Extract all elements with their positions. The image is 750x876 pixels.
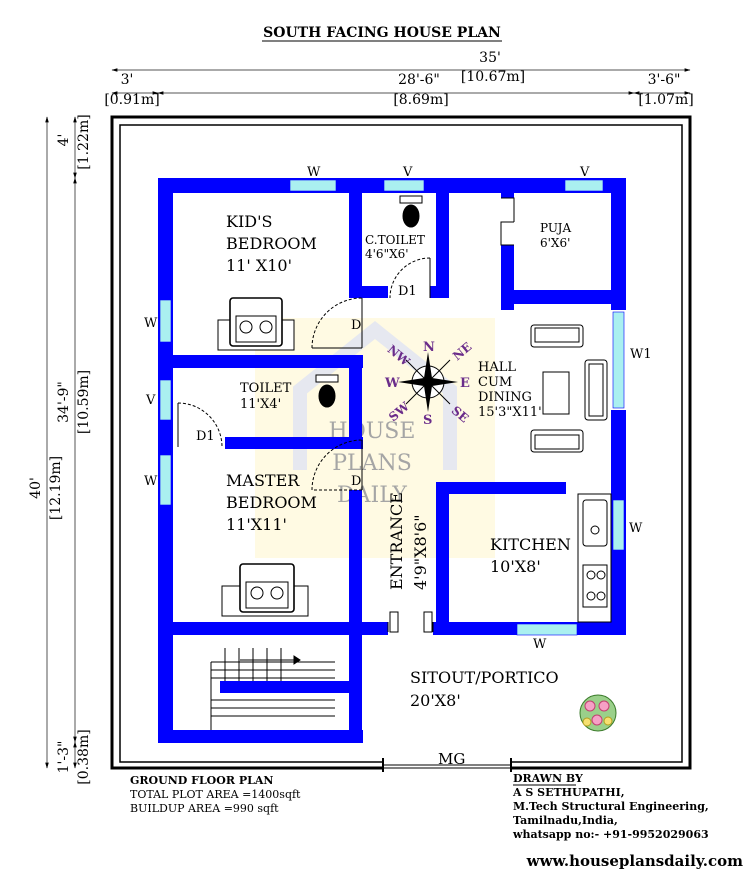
plot-boundary xyxy=(110,115,692,772)
dim-house-depth: 34'-9" xyxy=(56,381,72,423)
kitchen-counter-icon xyxy=(577,493,612,623)
dim-total-depth-m: [12.19m] xyxy=(48,456,64,520)
hall-label-1: HALL xyxy=(478,360,516,375)
toilet-icon xyxy=(399,195,423,228)
ventilator-label: V xyxy=(579,165,590,180)
designer-name: A S SETHUPATHI, xyxy=(512,786,625,799)
window-label: W xyxy=(144,316,158,331)
drawn-by-heading: DRAWN BY xyxy=(513,772,583,785)
toilet-icon xyxy=(315,374,339,408)
kids-bedroom-label-2: BEDROOM xyxy=(226,234,317,253)
door-d1-label: D1 xyxy=(196,429,215,444)
entrance-label: ENTRANCE xyxy=(387,492,406,590)
dim-bottom-setback: 1'-3" xyxy=(56,741,72,774)
hall-label-2: CUM xyxy=(478,375,512,390)
door-label: D xyxy=(351,318,361,333)
dim-bottom-setback-m: [0.38m] xyxy=(76,729,92,784)
compass-rose-icon: N S E W NW NE SW SE xyxy=(384,340,474,428)
window-label: W xyxy=(144,474,158,489)
ctoilet-size: 4'6"X6' xyxy=(365,247,409,261)
dim-right-setback-m: [1.07m] xyxy=(638,92,693,108)
total-plot-area: TOTAL PLOT AREA =1400sqft xyxy=(130,788,301,801)
window-label: W xyxy=(307,165,321,180)
opening-labels: W V V W V W W1 W W D D D1 D1 MG xyxy=(144,165,652,768)
master-bedroom-label-2: BEDROOM xyxy=(226,493,317,512)
furniture xyxy=(210,195,617,732)
bed-icon xyxy=(221,563,309,617)
bed-icon xyxy=(217,297,295,351)
dim-right-setback: 3'-6" xyxy=(648,72,681,88)
window-label: W xyxy=(533,637,547,652)
main-gate-label: MG xyxy=(438,750,465,768)
sofa-icon xyxy=(584,359,608,421)
ventilator-label: V xyxy=(402,165,413,180)
sofa-icon xyxy=(530,429,584,453)
ground-floor-heading: GROUND FLOOR PLAN xyxy=(130,774,273,787)
svg-text:S: S xyxy=(423,413,432,428)
designer-qualification: M.Tech Structural Engineering, xyxy=(513,800,709,813)
staircase-icon xyxy=(210,648,335,730)
puja-size: 6'X6' xyxy=(540,236,570,250)
master-bedroom-size: 11'X11' xyxy=(226,515,287,534)
sofa-icon xyxy=(530,324,584,348)
toilet-size: 11'X4' xyxy=(240,397,281,412)
room-labels: KID'S BEDROOM 11' X10' C.TOILET 4'6"X6' … xyxy=(226,212,571,710)
dim-total-width-m: [10.67m] xyxy=(461,69,525,85)
ventilator-label: V xyxy=(145,393,156,408)
svg-text:DAILY: DAILY xyxy=(337,483,407,508)
doors xyxy=(177,197,515,633)
svg-text:W: W xyxy=(384,376,400,391)
table-icon xyxy=(542,371,570,415)
hall-label-3: DINING xyxy=(478,390,532,405)
door-label: D xyxy=(351,474,361,489)
kids-bedroom-size: 11' X10' xyxy=(226,256,292,275)
website-link[interactable]: www.houseplansdaily.com xyxy=(526,852,743,870)
footer-left: GROUND FLOOR PLAN TOTAL PLOT AREA =1400s… xyxy=(130,774,301,815)
sitout-label: SITOUT/PORTICO xyxy=(410,668,559,687)
dim-house-width: 28'-6" xyxy=(398,72,440,88)
entrance-size: 4'9"X8'6" xyxy=(411,514,430,590)
dim-top-setback-m: [1.22m] xyxy=(76,114,92,169)
footer-right: DRAWN BY A S SETHUPATHI, M.Tech Structur… xyxy=(512,772,709,841)
dim-total-width: 35' xyxy=(479,50,501,66)
svg-text:E: E xyxy=(460,376,470,391)
window-w1-label: W1 xyxy=(630,347,652,362)
buildup-area: BUILDUP AREA =990 sqft xyxy=(130,802,279,815)
door-d1-label: D1 xyxy=(398,284,417,299)
designer-location: Tamilnadu,India, xyxy=(513,814,618,827)
window-label: W xyxy=(629,521,643,536)
dim-house-width-m: [8.69m] xyxy=(393,92,448,108)
sitout-size: 20'X8' xyxy=(410,691,461,710)
kids-bedroom-label-1: KID'S xyxy=(226,212,272,231)
master-bedroom-label-1: MASTER xyxy=(226,471,300,490)
dim-total-depth: 40' xyxy=(28,477,44,499)
dim-left-setback: 3' xyxy=(121,72,134,88)
dim-house-depth-m: [10.59m] xyxy=(76,370,92,434)
dim-left-setback-m: [0.91m] xyxy=(104,92,159,108)
toilet-label: TOILET xyxy=(240,381,292,396)
designer-phone: whatsapp no:- +91-9952029063 xyxy=(512,828,709,841)
plant-icon xyxy=(579,694,617,732)
top-dimensions: 35' [10.67m] 3' [0.91m] 28'-6" [8.69m] 3… xyxy=(104,50,693,108)
dim-top-setback: 4' xyxy=(56,134,72,147)
kitchen-size: 10'X8' xyxy=(490,557,541,576)
hall-size: 15'3"X11' xyxy=(478,405,542,420)
plan-title: SOUTH FACING HOUSE PLAN xyxy=(263,25,501,41)
windows xyxy=(159,179,625,636)
ctoilet-label: C.TOILET xyxy=(365,233,425,247)
svg-text:PLANS: PLANS xyxy=(332,451,412,476)
svg-text:N: N xyxy=(423,340,435,355)
left-dimensions: 40' [12.19m] 4' [1.22m] 34'-9" [10.59m] … xyxy=(28,114,92,784)
puja-label: PUJA xyxy=(540,221,571,235)
kitchen-label: KITCHEN xyxy=(490,535,571,554)
